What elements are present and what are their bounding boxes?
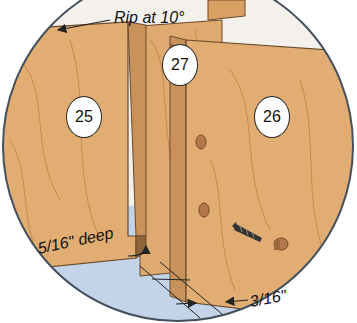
cut-note: Rip at 10° (114, 9, 184, 27)
callout-number: 27 (162, 44, 198, 86)
callout-number: 25 (66, 96, 102, 138)
callout-number: 26 (254, 96, 290, 138)
